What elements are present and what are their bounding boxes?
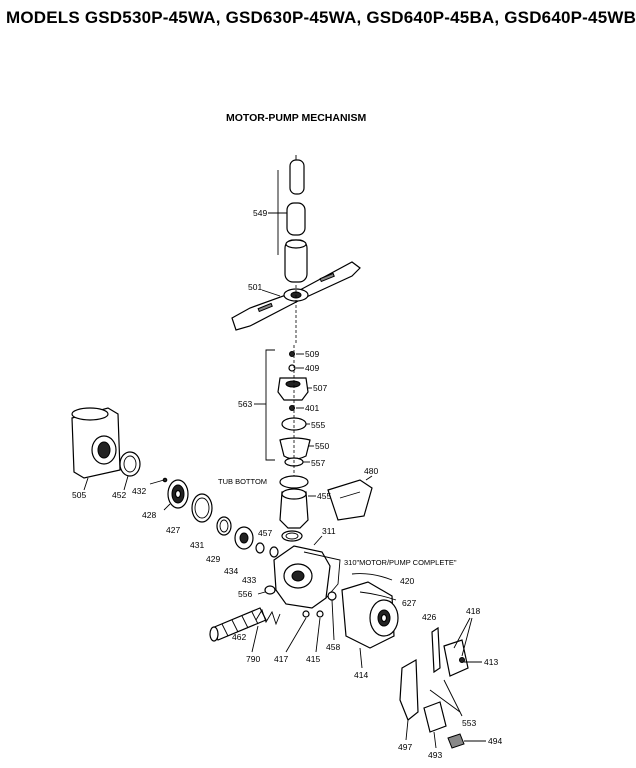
label-429: 429 <box>206 554 220 564</box>
part-431 <box>216 516 232 536</box>
part-417-415 <box>285 610 324 653</box>
label-310: 310"MOTOR/PUMP COMPLETE" <box>344 558 457 567</box>
label-401: 401 <box>305 403 319 413</box>
tub-bottom-ring <box>279 475 309 489</box>
label-505: 505 <box>72 490 86 500</box>
label-556: 556 <box>238 589 252 599</box>
label-311: 311 <box>322 526 336 536</box>
part-494 <box>447 733 486 749</box>
label-480: 480 <box>364 466 378 476</box>
part-434-433 <box>255 542 279 558</box>
part-427-gasket <box>191 493 213 523</box>
part-549-tubes <box>268 155 308 283</box>
label-420: 420 <box>400 576 414 586</box>
part-452-clamp <box>119 451 141 491</box>
label-507: 507 <box>313 383 327 393</box>
label-563: 563 <box>238 399 252 409</box>
part-414-motor <box>341 581 399 669</box>
part-418-413 <box>443 617 482 677</box>
label-462: 462 <box>232 632 246 642</box>
part-790 <box>251 608 281 653</box>
label-426: 426 <box>422 612 436 622</box>
part-429 <box>234 526 254 550</box>
label-431: 431 <box>190 540 204 550</box>
label-493: 493 <box>428 750 442 760</box>
label-457: 457 <box>258 528 272 538</box>
label-414: 414 <box>354 670 368 680</box>
label-555: 555 <box>311 420 325 430</box>
part-505-housing <box>71 407 121 491</box>
label-790: 790 <box>246 654 260 664</box>
label-550: 550 <box>315 441 329 451</box>
part-420-627-wire <box>351 573 397 601</box>
exploded-parts-diagram: 549 501 509 409 507 563 401 555 550 557 … <box>71 155 502 760</box>
label-434: 434 <box>224 566 238 576</box>
label-501: 501 <box>248 282 262 292</box>
part-493-switch <box>423 701 447 749</box>
part-497-bracket <box>399 658 419 741</box>
part-311-pump-housing <box>273 535 341 609</box>
part-457-seal <box>281 530 303 542</box>
part-462-auger <box>209 607 267 642</box>
part-553-leads <box>429 679 463 717</box>
label-553: 553 <box>462 718 476 728</box>
label-549: 549 <box>253 208 267 218</box>
part-428-impeller <box>163 479 189 511</box>
label-452: 452 <box>112 490 126 500</box>
label-413: 413 <box>484 657 498 667</box>
label-494: 494 <box>488 736 502 746</box>
page-title: MODELS GSD530P-45WA, GSD630P-45WA, GSD64… <box>6 8 636 27</box>
label-432: 432 <box>132 486 146 496</box>
label-428: 428 <box>142 510 156 520</box>
part-563-assembly <box>254 345 314 478</box>
part-556 <box>257 585 276 595</box>
label-509: 509 <box>305 349 319 359</box>
label-455: 455 <box>317 491 331 501</box>
label-497: 497 <box>398 742 412 752</box>
section-title: MOTOR-PUMP MECHANISM <box>226 112 367 124</box>
label-433: 433 <box>242 575 256 585</box>
label-627: 627 <box>402 598 416 608</box>
part-458 <box>327 591 337 641</box>
part-432 <box>149 477 168 485</box>
label-415: 415 <box>306 654 320 664</box>
label-427: 427 <box>166 525 180 535</box>
label-tub-bottom: TUB BOTTOM <box>218 477 267 486</box>
label-458: 458 <box>326 642 340 652</box>
label-409: 409 <box>305 363 319 373</box>
label-417: 417 <box>274 654 288 664</box>
part-426-bracket <box>431 626 441 674</box>
part-455 <box>279 488 316 529</box>
part-501-spray-arm <box>231 261 361 345</box>
label-418: 418 <box>466 606 480 616</box>
label-557: 557 <box>311 458 325 468</box>
part-480-cover <box>327 475 373 521</box>
